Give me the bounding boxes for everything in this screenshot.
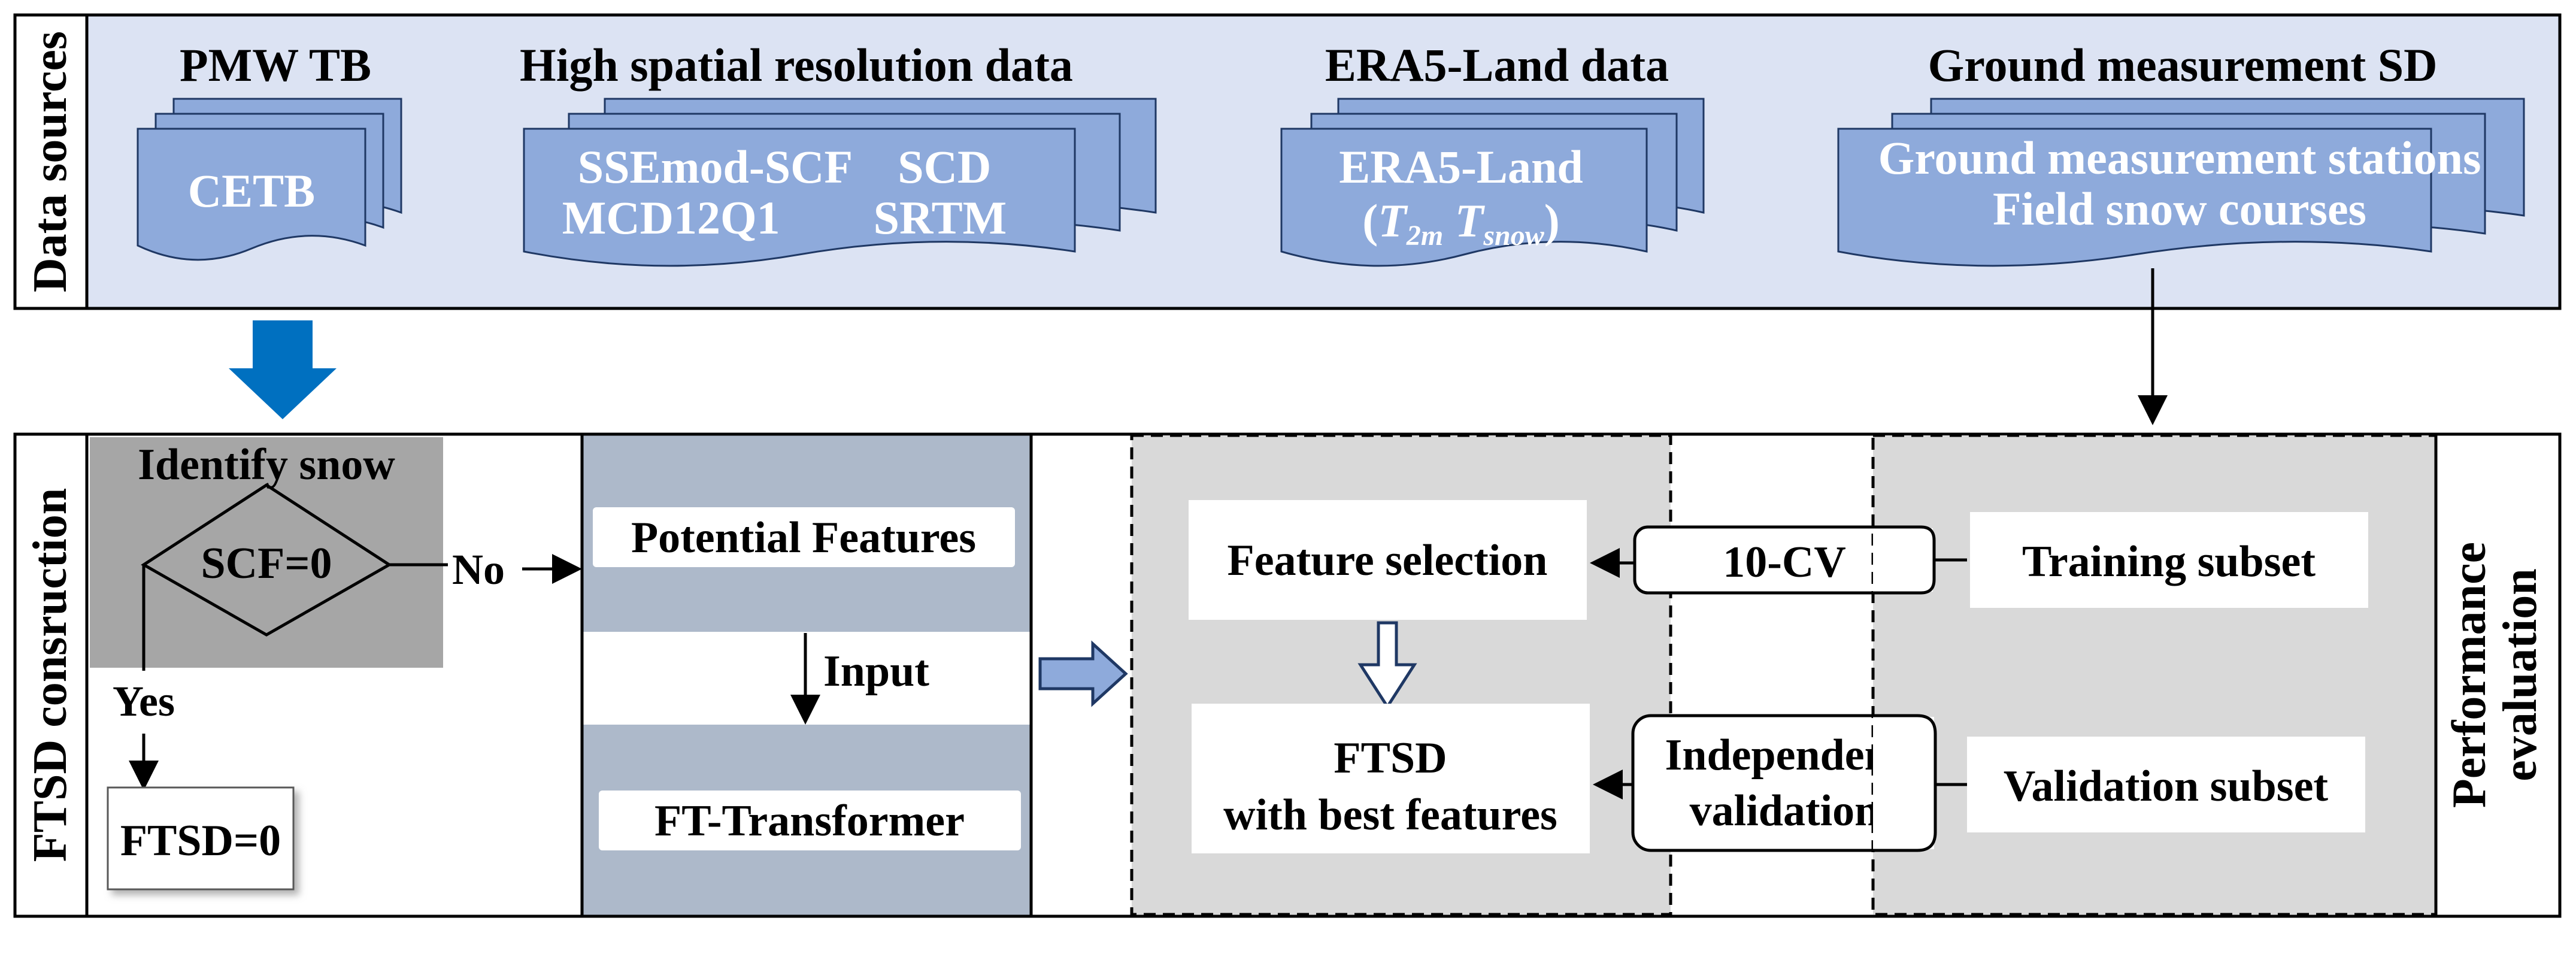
identify-snow-panel — [90, 437, 443, 668]
pmw-doc-stack — [137, 98, 402, 261]
ft-transformer-text: FT-Transformer — [654, 796, 965, 846]
input-label: Input — [823, 647, 929, 696]
independent-box-right-edge — [1917, 714, 1937, 852]
source-group-pmw: PMW TB CETB — [137, 39, 402, 261]
era5-formula-t2: T — [1443, 195, 1486, 247]
era5-formula-s2: snow — [1483, 220, 1544, 252]
era5-formula-s1: 2m — [1406, 220, 1443, 252]
feature-selection-text: Feature selection — [1228, 536, 1548, 585]
era5-title: ERA5-Land data — [1325, 39, 1669, 91]
source-group-high-res: High spatial resolution data SSEmod-SCF … — [520, 39, 1157, 267]
era5-formula-close: ) — [1544, 195, 1560, 247]
ftsd-best-line-1: FTSD — [1334, 734, 1447, 783]
evaluation-panel — [1871, 434, 2438, 916]
source-group-era5: ERA5-Land data ERA5-Land (T2m Tsnow) — [1280, 39, 1705, 267]
independent-box-overlap — [1873, 717, 1934, 849]
data-sources-label: Data sources — [24, 31, 77, 292]
scf-decision-text: SCF=0 — [201, 539, 332, 588]
training-box — [1970, 512, 2368, 608]
high-res-title: High spatial resolution data — [520, 39, 1073, 91]
performance-label-line-2: evaluation — [2494, 568, 2547, 782]
pmw-title: PMW TB — [180, 39, 371, 91]
training-text: Training subset — [2022, 537, 2316, 586]
era5-formula: (T2m Tsnow) — [1362, 195, 1560, 252]
ftsd-zero-box — [107, 786, 295, 891]
high-res-line-1: SSEmod-SCF SCD — [578, 141, 992, 193]
validation-text: Validation subset — [2004, 762, 2329, 811]
ftsd-best-line-2: with best features — [1223, 791, 1557, 840]
ground-title: Ground measurement SD — [1928, 39, 2438, 91]
ground-line-1: Ground measurement stations — [1878, 132, 2481, 184]
feature-selection-box — [1189, 500, 1587, 620]
source-group-ground: Ground measurement SD Ground measurement… — [1837, 39, 2525, 267]
ground-doc-stack — [1837, 98, 2525, 267]
independent-line-1: Independent — [1665, 731, 1904, 780]
potential-features-box — [593, 507, 1015, 567]
era5-doc-stack — [1280, 98, 1705, 267]
cv-box-overlap — [1873, 528, 1933, 592]
era5-formula-t1: T — [1378, 195, 1408, 247]
cv-text: 10-CV — [1723, 538, 1846, 587]
identify-snow-title: Identify snow — [138, 440, 395, 489]
ground-line-2: Field snow courses — [1993, 183, 2366, 235]
hollow-right-arrow-icon — [1038, 640, 1128, 707]
blue-down-arrow-icon — [229, 320, 337, 419]
hollow-down-arrow-icon — [1357, 621, 1417, 710]
era5-formula-open: ( — [1362, 195, 1378, 247]
yes-label: Yes — [113, 677, 175, 725]
ftsd-best-box — [1192, 704, 1590, 853]
ft-transformer-box — [599, 791, 1021, 850]
cv-box-right-edge — [1920, 525, 1936, 595]
ftsd-zero-text: FTSD=0 — [120, 816, 281, 865]
high-res-line-2: MCD12Q1 SRTM — [562, 192, 1007, 244]
independent-line-2: validation — [1690, 786, 1880, 835]
scf-decision-diamond — [141, 483, 392, 637]
era5-line-1: ERA5-Land — [1339, 141, 1583, 193]
no-label: No — [452, 546, 505, 593]
construction-label: FTSD consruction — [24, 488, 77, 862]
high-res-doc-stack — [523, 98, 1157, 267]
validation-box — [1967, 737, 2365, 832]
pmw-doc-text: CETB — [188, 165, 315, 217]
potential-features-text: Potential Features — [631, 513, 976, 562]
performance-label-line-1: Performance — [2443, 542, 2496, 808]
